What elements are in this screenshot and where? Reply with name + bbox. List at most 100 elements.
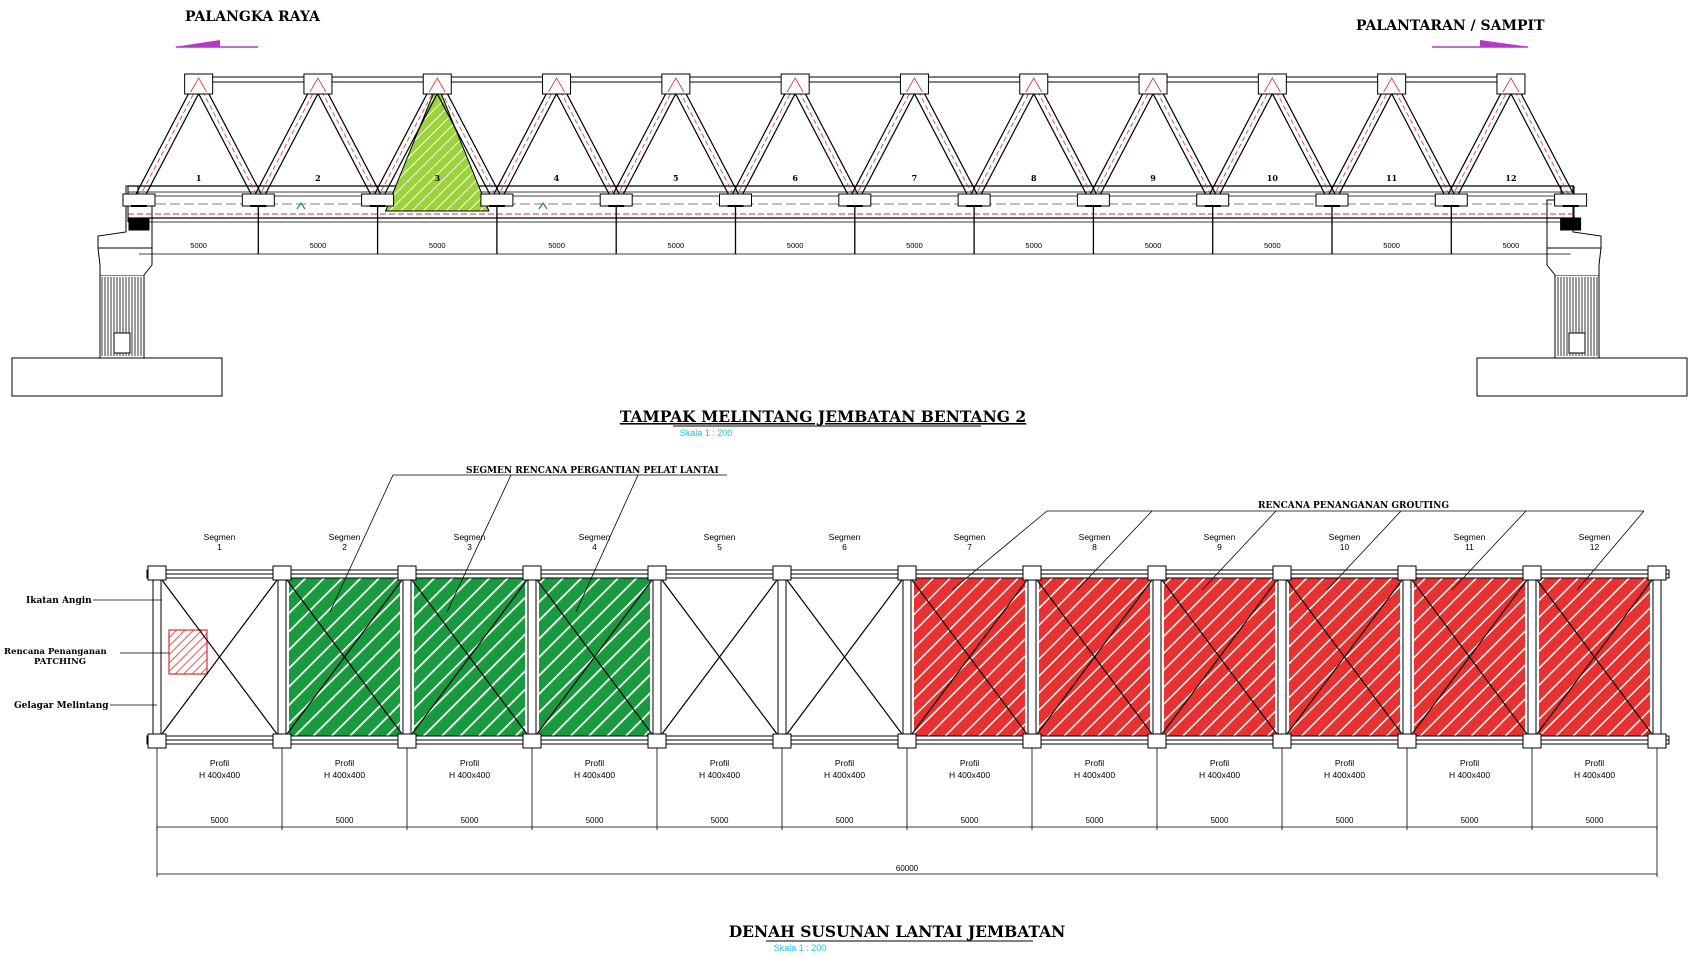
chord-node [147, 565, 167, 581]
member-edge [969, 81, 1031, 197]
member-edge [858, 85, 919, 201]
member-edge [440, 81, 502, 197]
cross-girder-label: Gelagar Melintang [14, 701, 109, 711]
profile-label-line2: H 400x400 [824, 770, 865, 780]
panel-number-7: 7 [912, 173, 918, 183]
member-edge [373, 81, 434, 197]
member-edge [1148, 85, 1210, 201]
wind-bracing [411, 579, 528, 735]
truss-member [432, 81, 502, 201]
member-edge [500, 85, 562, 201]
truss-nodes [122, 73, 1588, 254]
segment-word-label: Segmen [454, 532, 486, 542]
level-marker-icon [538, 201, 548, 210]
bottom-gusset-plate [1434, 193, 1468, 207]
segment-word-label: Segmen [1454, 532, 1486, 542]
bottom-gusset-plate [1315, 193, 1349, 207]
member-centerline [377, 83, 438, 199]
member-centerline [735, 83, 796, 199]
wind-bracing [536, 579, 653, 735]
panel-length-label: 5000 [668, 241, 685, 250]
chord-node [272, 733, 292, 749]
chord-node [772, 565, 792, 581]
profile-label-line1: Profil [210, 758, 229, 768]
cross-girder [152, 577, 162, 737]
patching-area [168, 629, 208, 675]
plan-scale: Skala 1 : 200 [774, 943, 827, 953]
member-edge [1088, 81, 1150, 197]
cross-girder [1027, 577, 1037, 737]
bottom-gusset-plate [957, 193, 991, 207]
wind-bracing [661, 579, 778, 735]
cross-girder [1652, 577, 1662, 737]
member-edge [798, 81, 860, 197]
member-centerline [973, 83, 1035, 199]
chord-node [1272, 733, 1292, 749]
truss-member [909, 81, 979, 201]
member-centerline [1510, 83, 1571, 199]
wind-bracing [1036, 579, 1153, 735]
truss-member [194, 81, 263, 201]
bottom-gusset-plate [1076, 193, 1110, 207]
grouting-leader-line [1451, 510, 1527, 591]
member-edge [321, 81, 383, 197]
segment-number-label: 12 [1590, 542, 1600, 552]
panel-length-label: 5000 [190, 241, 207, 250]
truss-member [969, 81, 1039, 201]
member-centerline [436, 83, 498, 199]
panel-number-2: 2 [315, 173, 321, 183]
chord-node [1397, 565, 1417, 581]
column-opening [1568, 332, 1586, 354]
member-edge [917, 81, 979, 197]
segment-number-label: 6 [842, 542, 847, 552]
bottom-gusset-plate [122, 193, 156, 207]
chord-node [522, 733, 542, 749]
wind-bracing [786, 579, 903, 735]
truss-member [313, 81, 383, 201]
chord-node [772, 733, 792, 749]
member-centerline [914, 83, 975, 199]
wind-bracing [1286, 579, 1403, 735]
member-edge [1267, 85, 1329, 201]
segment-length-label: 5000 [1086, 816, 1104, 825]
profile-label-line2: H 400x400 [1449, 770, 1490, 780]
cross-girder [1527, 577, 1537, 737]
profile-label-line2: H 400x400 [1199, 770, 1240, 780]
cross-girder [527, 577, 537, 737]
segment-word-label: Segmen [1079, 532, 1111, 542]
truss-member [253, 81, 323, 201]
plate-replacement-label: SEGMEN RENCANA PERGANTIAN PELAT LANTAI [466, 466, 719, 476]
member-edge [381, 85, 442, 201]
member-centerline [615, 83, 677, 199]
profile-label-line1: Profil [835, 758, 854, 768]
panel-number-3: 3 [434, 173, 440, 183]
grouting-leader-line [951, 510, 1048, 591]
panel-length-label: 5000 [1025, 241, 1042, 250]
profile-label-line1: Profil [585, 758, 604, 768]
member-centerline [1331, 83, 1393, 199]
member-centerline [198, 83, 259, 199]
chord-node [1522, 733, 1542, 749]
segment-number-label: 4 [592, 542, 597, 552]
gusset-detail [667, 77, 685, 93]
member-centerline [794, 83, 856, 199]
panel-length-label: 5000 [1383, 241, 1400, 250]
member-centerline [1212, 83, 1273, 199]
panel-length-label: 5000 [906, 241, 923, 250]
profile-label-line2: H 400x400 [574, 770, 615, 780]
plan-frame [146, 565, 1670, 749]
profile-label-line2: H 400x400 [449, 770, 490, 780]
chord-node [1522, 565, 1542, 581]
panel-length-label: 5000 [429, 241, 446, 250]
panel-length-label: 5000 [1145, 241, 1162, 250]
plate-leader-line [329, 474, 394, 613]
gusset-detail [428, 77, 446, 93]
panel-number-4: 4 [554, 173, 560, 183]
member-edge [432, 85, 494, 201]
member-edge [1327, 81, 1389, 197]
member-edge [1335, 85, 1397, 201]
cross-girder [1152, 577, 1162, 737]
